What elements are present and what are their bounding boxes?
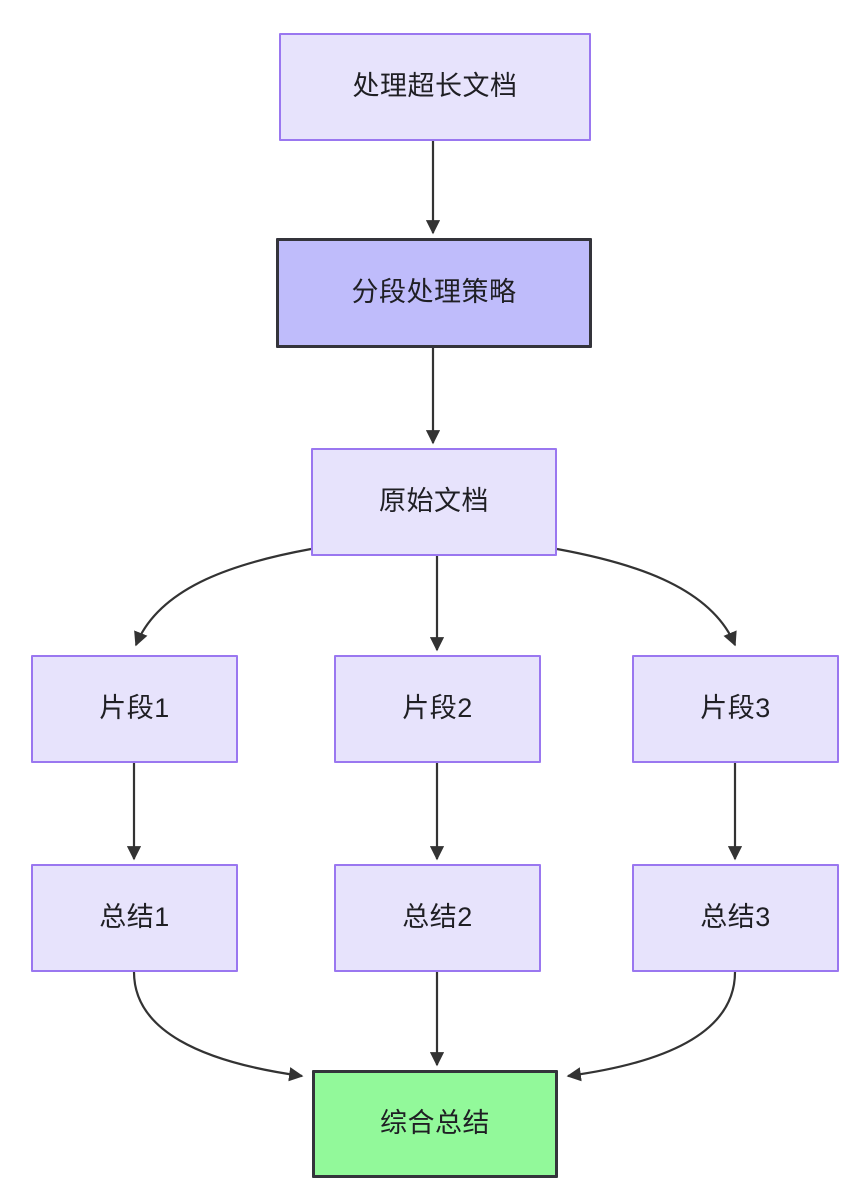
- node-label: 处理超长文档: [352, 71, 518, 102]
- node-source-document[interactable]: 原始文档: [311, 448, 557, 556]
- node-summary-3[interactable]: 总结3: [632, 864, 839, 972]
- node-chunk-2[interactable]: 片段2: [334, 655, 541, 763]
- node-combined-summary[interactable]: 综合总结: [312, 1070, 558, 1178]
- node-process-long-document[interactable]: 处理超长文档: [279, 33, 591, 141]
- node-label: 分段处理策略: [351, 277, 517, 308]
- node-label: 总结2: [402, 902, 473, 933]
- edge-source-to-chunk3: [556, 547, 737, 647]
- node-label: 综合总结: [380, 1108, 490, 1139]
- node-label: 片段2: [402, 693, 473, 724]
- node-label: 总结3: [700, 902, 771, 933]
- node-label: 片段3: [700, 693, 771, 724]
- node-label: 总结1: [99, 902, 170, 933]
- node-chunk-1[interactable]: 片段1: [31, 655, 238, 763]
- node-summary-1[interactable]: 总结1: [31, 864, 238, 972]
- edge-sum1-to-final: [132, 971, 304, 1082]
- node-label: 原始文档: [379, 486, 489, 517]
- node-label: 片段1: [99, 693, 170, 724]
- edge-sum3-to-final: [566, 971, 737, 1082]
- node-chunking-strategy[interactable]: 分段处理策略: [276, 238, 592, 348]
- node-chunk-3[interactable]: 片段3: [632, 655, 839, 763]
- node-summary-2[interactable]: 总结2: [334, 864, 541, 972]
- edge-source-to-chunk1: [134, 547, 312, 647]
